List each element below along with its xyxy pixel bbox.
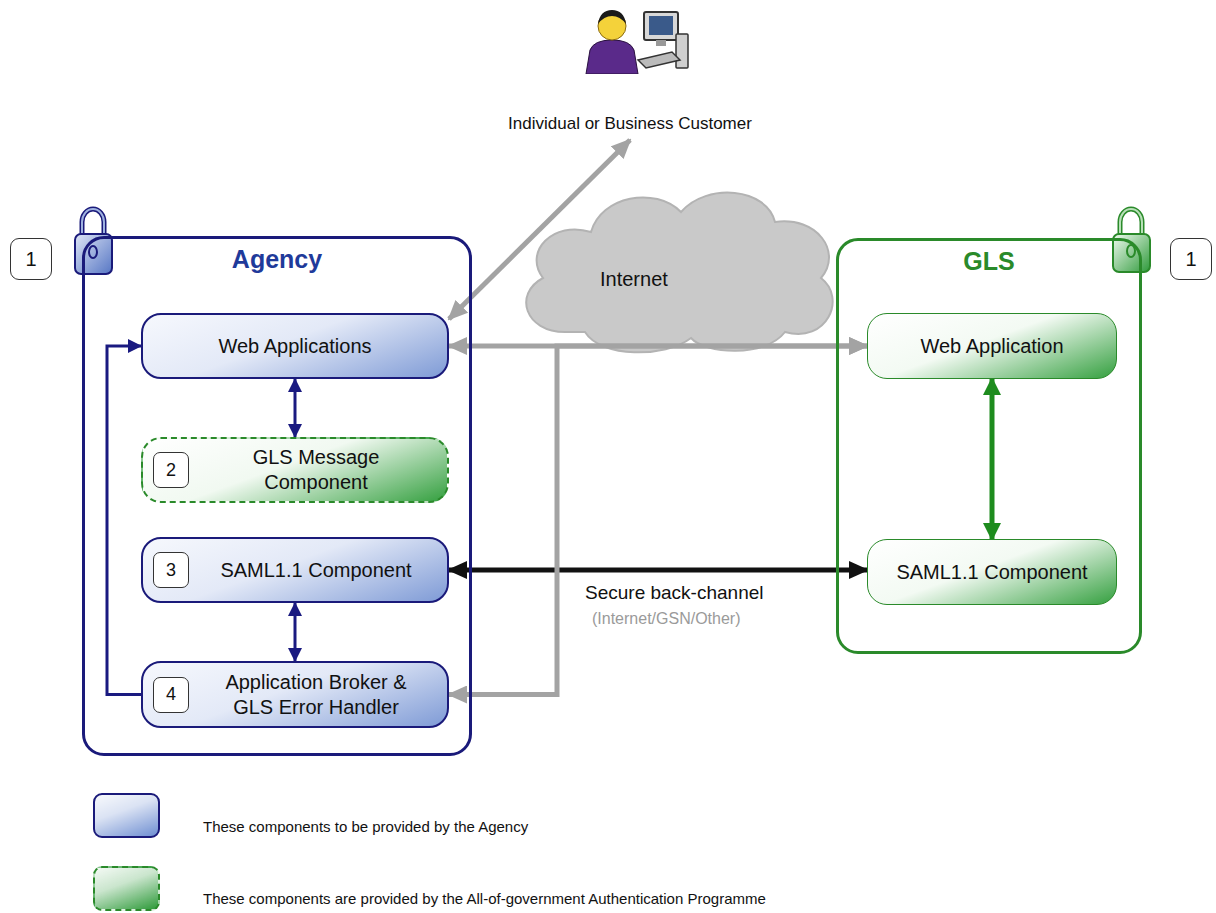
connector	[107, 346, 141, 695]
box-label: SAML1.1 Component	[220, 558, 411, 583]
component-box: 2 GLS Message Component	[141, 437, 449, 503]
callout-number: 1	[10, 238, 52, 280]
edge-label: Secure back-channel	[583, 582, 766, 604]
connector	[294, 379, 297, 437]
lock-icon	[75, 209, 112, 274]
box-label: Web Application	[920, 334, 1063, 359]
channel-note: (Internet/GSN/Other)	[590, 610, 743, 628]
customer: Individual or Business Customer	[430, 0, 830, 140]
container-title: Agency	[85, 245, 469, 274]
box-label: Application Broker & GLS Error Handler	[209, 670, 424, 720]
agency-boundary: AgencyWeb Applications 2 GLS Message Compo…	[82, 236, 472, 756]
callout-number: 3	[153, 552, 189, 588]
process-box: Web Applications	[141, 313, 449, 379]
process-box: Web Application	[867, 313, 1117, 379]
box-label: SAML1.1 Component	[896, 560, 1087, 585]
customer-icon	[580, 4, 690, 74]
cloud-shape	[505, 182, 845, 357]
callout-number: 2	[153, 452, 189, 488]
connector	[294, 603, 297, 661]
legend-text: These components are provided by the All…	[203, 890, 766, 907]
legend-swatch	[93, 793, 160, 838]
process-box: SAML1.1 Component	[867, 539, 1117, 605]
legend-text: These components to be provided by the A…	[203, 818, 528, 835]
connector	[990, 379, 995, 539]
container-title: GLS	[839, 247, 1139, 276]
process-box: 3 SAML1.1 Component	[141, 537, 449, 603]
cloud-label: Internet	[600, 268, 668, 291]
legend-swatch	[93, 866, 160, 911]
connector	[449, 140, 630, 319]
box-label: GLS Message Component	[229, 445, 404, 495]
gls-boundary: GLS Web ApplicationSAML1.1 Component	[836, 238, 1142, 654]
box-label: Web Applications	[218, 334, 371, 359]
callout-number: 1	[1170, 238, 1212, 280]
internet-cloud: Internet	[505, 182, 845, 357]
connector	[449, 346, 867, 695]
customer-label: Individual or Business Customer	[430, 114, 830, 134]
connector	[449, 568, 867, 573]
callout-number: 4	[153, 677, 189, 713]
process-box: 4 Application Broker & GLS Error Handler	[141, 661, 449, 728]
